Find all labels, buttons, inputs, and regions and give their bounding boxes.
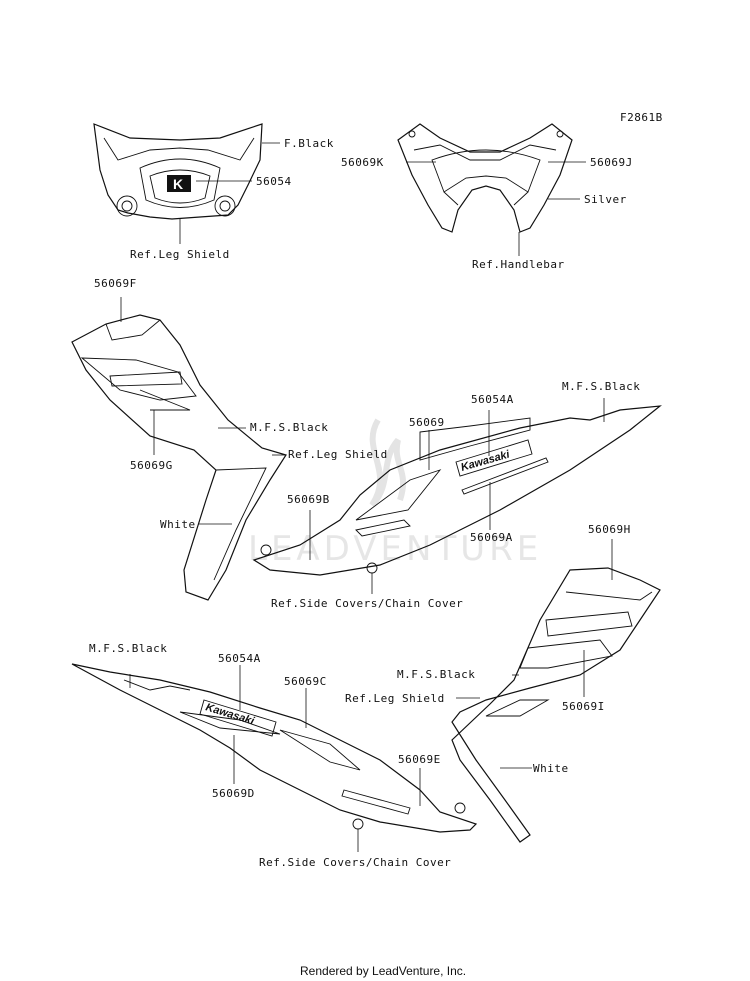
label-56054: 56054: [256, 175, 292, 188]
watermark-text: LEADVENTURE: [248, 529, 542, 569]
label-56054a-lower: 56054A: [218, 652, 261, 665]
label-white-right: White: [533, 762, 569, 775]
label-ref-leg-shield-right: Ref.Leg Shield: [345, 692, 445, 705]
watermark-flame-icon: [369, 418, 407, 508]
kawasaki-badge-lower: Kawasaki: [199, 699, 277, 737]
label-mfs-black-left: M.F.S.Black: [250, 421, 328, 434]
label-f-black: F.Black: [284, 137, 334, 150]
kawasaki-badge-mid: Kawasaki: [455, 439, 533, 477]
left-shroud-part: [71, 297, 287, 601]
label-56069a: 56069A: [470, 531, 513, 544]
middle-side-cover-part: Kawasaki: [252, 398, 662, 594]
figure-code: F2861B: [620, 111, 663, 124]
label-silver: Silver: [584, 193, 627, 206]
label-mfs-black-mid: M.F.S.Black: [562, 380, 640, 393]
label-56069h: 56069H: [588, 523, 631, 536]
label-mfs-black-lower-left: M.F.S.Black: [89, 642, 167, 655]
label-56054a-mid: 56054A: [471, 393, 514, 406]
label-56069j: 56069J: [590, 156, 633, 169]
label-ref-leg-shield-top: Ref.Leg Shield: [130, 248, 230, 261]
label-56069i: 56069I: [562, 700, 605, 713]
label-56069f: 56069F: [94, 277, 137, 290]
front-cowl-part: K: [93, 123, 280, 244]
label-56069: 56069: [409, 416, 445, 429]
label-ref-side-covers-lower: Ref.Side Covers/Chain Cover: [259, 856, 451, 869]
watermark: LEADVENTURE: [248, 418, 542, 569]
svg-text:Kawasaki: Kawasaki: [204, 701, 256, 727]
label-56069g: 56069G: [130, 459, 173, 472]
svg-text:Kawasaki: Kawasaki: [460, 448, 512, 474]
label-ref-handlebar: Ref.Handlebar: [472, 258, 565, 271]
label-mfs-black-right: M.F.S.Black: [397, 668, 475, 681]
label-ref-side-covers-mid: Ref.Side Covers/Chain Cover: [271, 597, 463, 610]
kawasaki-k-logo-icon: K: [167, 175, 191, 192]
svg-text:K: K: [173, 176, 183, 192]
label-56069c: 56069C: [284, 675, 327, 688]
label-56069k: 56069K: [341, 156, 384, 169]
label-ref-leg-shield-left: Ref.Leg Shield: [288, 448, 388, 461]
footer-credit: Rendered by LeadVenture, Inc.: [300, 964, 466, 978]
label-56069e: 56069E: [398, 753, 441, 766]
headlight-cowl-part: [397, 123, 586, 256]
label-56069d: 56069D: [212, 787, 255, 800]
right-shroud-part: [451, 539, 661, 843]
label-56069b: 56069B: [287, 493, 330, 506]
label-white-left: White: [160, 518, 196, 531]
